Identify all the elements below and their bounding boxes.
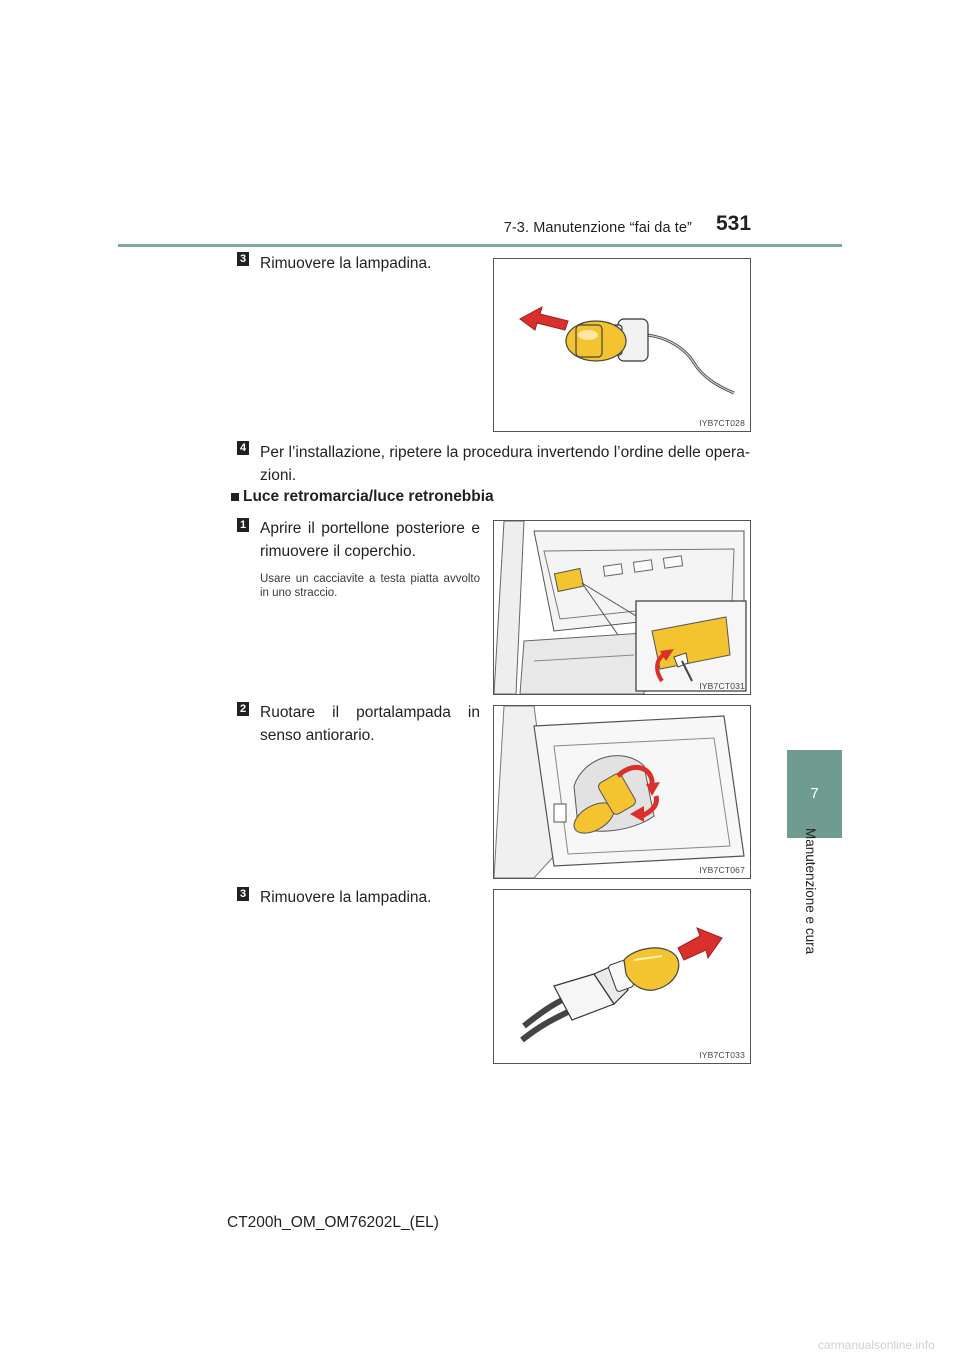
- step-note: Usare un cacciavite a testa piatta avvol…: [260, 573, 480, 599]
- section-title: 7-3. Manutenzione “fai da te”: [503, 220, 692, 236]
- bulb-holder-illustration: [494, 706, 745, 878]
- figure-code: IYB7CT031: [699, 681, 745, 691]
- chapter-label: Manutenzione e cura: [803, 828, 818, 955]
- page-number: 531: [716, 212, 752, 235]
- tailgate-cover-illustration: [494, 521, 747, 694]
- figure-code: IYB7CT033: [699, 1050, 745, 1060]
- chapter-tab[interactable]: 7: [787, 750, 842, 838]
- bulb-removal-illustration: [519, 305, 735, 395]
- figure-code: IYB7CT028: [699, 418, 745, 428]
- step-badge: 1: [237, 518, 249, 532]
- step-text: Rimuovere la lampadina.: [260, 255, 432, 272]
- square-bullet-icon: [231, 493, 239, 501]
- figure-remove-bulb-clear: IYB7CT033: [493, 889, 751, 1064]
- section-heading: Luce retromarcia/luce retronebbia: [243, 488, 494, 505]
- document-code: CT200h_OM_OM76202L_(EL): [227, 1214, 439, 1231]
- figure-rotate-bulb-holder: IYB7CT067: [493, 705, 751, 879]
- figure-remove-bulb-amber: IYB7CT028: [493, 258, 751, 432]
- figure-code: IYB7CT067: [699, 865, 745, 875]
- step-text: Ruotare il portalampada in senso antiora…: [260, 704, 480, 744]
- step-text: Aprire il portellone posteriore e rimuov…: [260, 520, 480, 560]
- step-text: Rimuovere la lampadina.: [260, 889, 432, 906]
- step-text: Per l’installazione, ripetere la procedu…: [260, 444, 750, 484]
- bulb-removal-illustration: [520, 927, 723, 1043]
- header-rule: [118, 244, 842, 247]
- step-badge: 3: [237, 252, 249, 266]
- step-badge: 3: [237, 887, 249, 901]
- watermark: carmanualsonline.info: [818, 1338, 935, 1352]
- chapter-side-label: Manutenzione e cura: [789, 828, 837, 954]
- step-badge: 4: [237, 441, 249, 455]
- figure-open-tailgate-cover: IYB7CT031: [493, 520, 751, 695]
- step-badge: 2: [237, 702, 249, 716]
